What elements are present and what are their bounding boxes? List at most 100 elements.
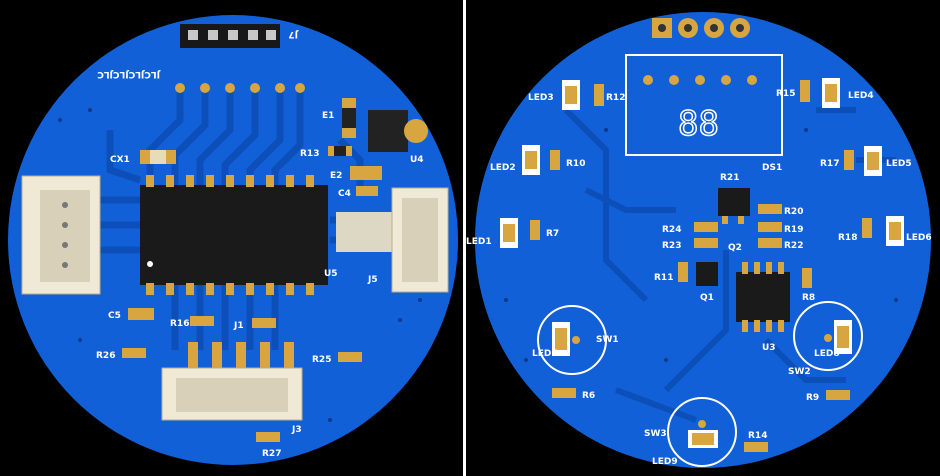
label-u3: U3 — [762, 343, 776, 353]
r26-resistor — [122, 348, 146, 358]
u5-pins — [146, 175, 314, 295]
label-r8: R8 — [802, 293, 815, 303]
r11-resistor — [678, 262, 688, 282]
r12-resistor — [594, 84, 604, 106]
u3-ic — [736, 272, 790, 322]
label-j3: J3 — [291, 425, 302, 435]
label-led6: LED6 — [906, 233, 932, 243]
label-r22: R22 — [784, 241, 803, 251]
e2-capacitor — [350, 166, 382, 180]
r17-resistor — [844, 150, 854, 170]
label-led3: LED3 — [528, 93, 554, 103]
r27-resistor — [256, 432, 280, 442]
c5-capacitor — [128, 308, 154, 320]
r24-resistor — [694, 222, 718, 232]
right-top-header — [652, 18, 750, 38]
label-r25: R25 — [312, 355, 331, 365]
r16-resistor — [190, 316, 214, 326]
u5-ic — [140, 185, 328, 285]
label-r19: R19 — [784, 225, 803, 235]
label-led5: LED5 — [886, 159, 912, 169]
label-r9: R9 — [806, 393, 819, 403]
q2-transistor — [718, 188, 750, 216]
r6-resistor — [552, 388, 576, 398]
silk-text: JLCJLCJLCJLC — [97, 69, 161, 79]
label-r27: R27 — [262, 449, 281, 459]
label-q2: Q2 — [728, 243, 742, 253]
sw2-outline — [793, 301, 863, 371]
u3-pins — [742, 262, 784, 332]
label-e1: E1 — [322, 111, 334, 121]
left-vias — [58, 108, 422, 422]
label-ds1: DS1 — [762, 163, 782, 173]
j7-pins — [188, 30, 276, 40]
label-j7: J7 — [288, 29, 299, 39]
label-q1: Q1 — [700, 293, 714, 303]
label-r11: R11 — [654, 273, 673, 283]
r8-resistor — [802, 268, 812, 288]
right-vias — [504, 128, 898, 362]
label-u5: U5 — [324, 269, 338, 279]
label-j1: J1 — [233, 321, 244, 331]
label-r16: R16 — [170, 319, 189, 329]
j5-pins-housing — [336, 212, 400, 252]
q1-transistor — [696, 262, 718, 286]
label-e2: E2 — [330, 171, 342, 181]
left-pin-vias — [175, 83, 305, 93]
label-c4: C4 — [338, 189, 351, 199]
label-r26: R26 — [96, 351, 115, 361]
label-cx1: CX1 — [110, 155, 130, 165]
label-r21: R21 — [720, 173, 739, 183]
ds1-digits: 88 — [678, 104, 719, 144]
label-r23: R23 — [662, 241, 681, 251]
u4-regulator — [368, 110, 408, 152]
r15-resistor — [800, 80, 810, 102]
label-c5: C5 — [108, 311, 121, 321]
label-r24: R24 — [662, 225, 681, 235]
label-r14: R14 — [748, 431, 767, 441]
r23-resistor — [694, 238, 718, 248]
r20-resistor — [758, 204, 782, 214]
label-j5: J5 — [367, 275, 378, 285]
right-traces — [563, 107, 896, 423]
sw1-outline — [537, 305, 607, 375]
label-led8: LED8 — [814, 349, 840, 359]
label-led7: LED7 — [532, 349, 558, 359]
label-r18: R18 — [838, 233, 857, 243]
sw3-outline — [667, 397, 737, 467]
r10-resistor — [550, 150, 560, 170]
label-led4: LED4 — [848, 91, 874, 101]
label-u4: U4 — [410, 155, 424, 165]
r19-resistor — [758, 222, 782, 232]
r18-resistor — [862, 218, 872, 238]
label-r12: R12 — [606, 93, 625, 103]
r14-resistor — [744, 442, 768, 452]
label-r17: R17 — [820, 159, 839, 169]
panel-divider — [463, 0, 466, 476]
r25-resistor — [338, 352, 362, 362]
label-sw3: SW3 — [644, 429, 667, 439]
label-led2: LED2 — [490, 163, 516, 173]
right-board-svg: 88 DS1 LED3 R12 R15 LED4 LED2 R10 R17 LE… — [466, 12, 932, 468]
right-board-view: 88 DS1 LED3 R12 R15 LED4 LED2 R10 R17 LE… — [466, 0, 940, 476]
r22-resistor — [758, 238, 782, 248]
j3-pin-legs — [188, 342, 294, 370]
label-r6: R6 — [582, 391, 595, 401]
c4-capacitor — [356, 186, 378, 196]
ds1-outline — [625, 54, 783, 156]
r9-resistor — [826, 390, 850, 400]
label-r20: R20 — [784, 207, 803, 217]
j1-jumper — [252, 318, 276, 328]
ds1-pins — [643, 75, 757, 85]
label-sw1: SW1 — [596, 335, 619, 345]
left-connector-pins — [62, 202, 68, 268]
label-r10: R10 — [566, 159, 585, 169]
left-board-view: J7 JLCJLCJLCJLC E1 U4 R13 CX1 E2 C4 U5 — [0, 0, 463, 476]
label-sw2: SW2 — [788, 367, 811, 377]
label-r15: R15 — [776, 89, 795, 99]
label-r7: R7 — [546, 229, 559, 239]
label-r13: R13 — [300, 149, 319, 159]
label-led1: LED1 — [466, 237, 492, 247]
label-led9: LED9 — [652, 457, 678, 467]
r7-resistor — [530, 220, 540, 240]
